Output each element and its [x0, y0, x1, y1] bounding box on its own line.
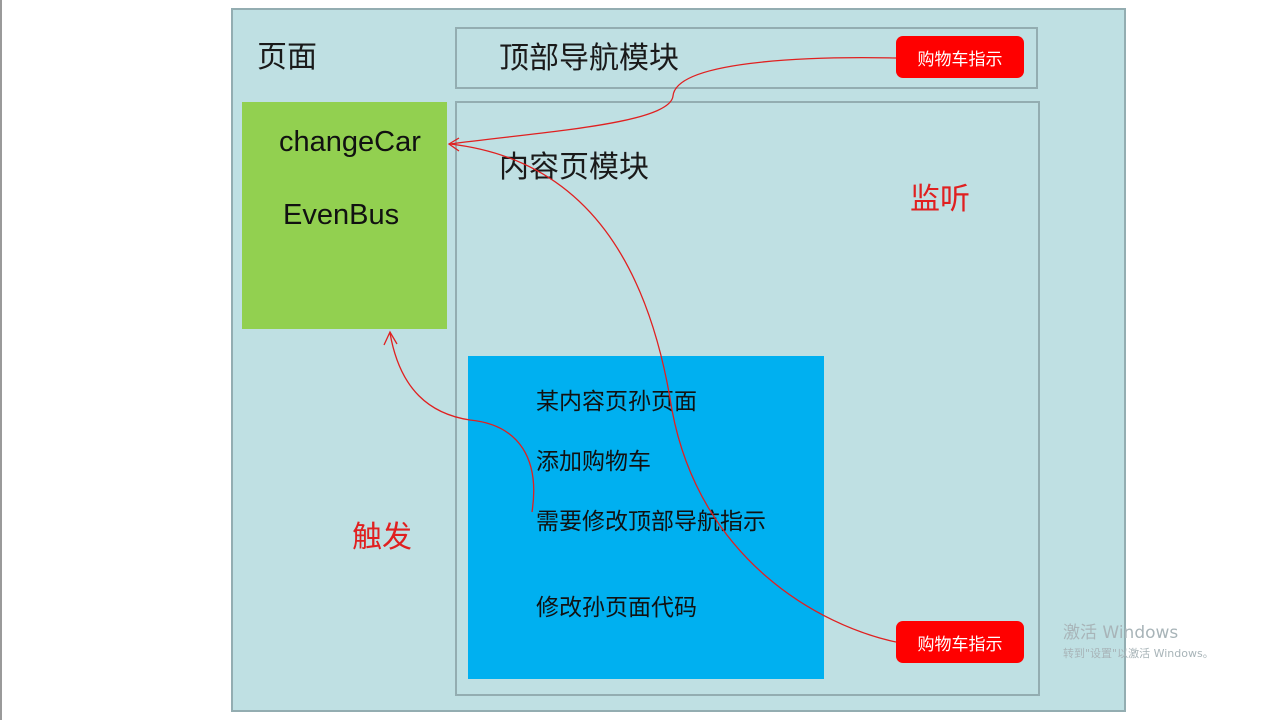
change-car-label: changeCar: [279, 126, 421, 158]
content-module-label: 内容页模块: [499, 150, 649, 185]
event-bus-box: [242, 102, 447, 329]
trigger-annotation: 触发: [352, 520, 412, 555]
grandchild-modify-code: 修改孙页面代码: [536, 595, 697, 621]
page-label: 页面: [257, 40, 317, 75]
event-bus-label: EvenBus: [283, 199, 400, 231]
top-nav-label: 顶部导航模块: [499, 41, 679, 76]
grandchild-title: 某内容页孙页面: [536, 389, 697, 415]
watermark-title: 激活 Windows: [1063, 623, 1179, 643]
listen-annotation: 监听: [910, 182, 970, 217]
grandchild-modify-nav: 需要修改顶部导航指示: [536, 509, 766, 535]
grandchild-add-cart: 添加购物车: [536, 449, 651, 475]
cart-indicator-top: 购物车指示: [896, 36, 1024, 78]
windows-activation-watermark: 激活 Windows 转到"设置"以激活 Windows。: [1063, 618, 1214, 661]
watermark-subtitle: 转到"设置"以激活 Windows。: [1063, 647, 1214, 660]
window-edge: [0, 0, 2, 720]
cart-indicator-bottom: 购物车指示: [896, 621, 1024, 663]
